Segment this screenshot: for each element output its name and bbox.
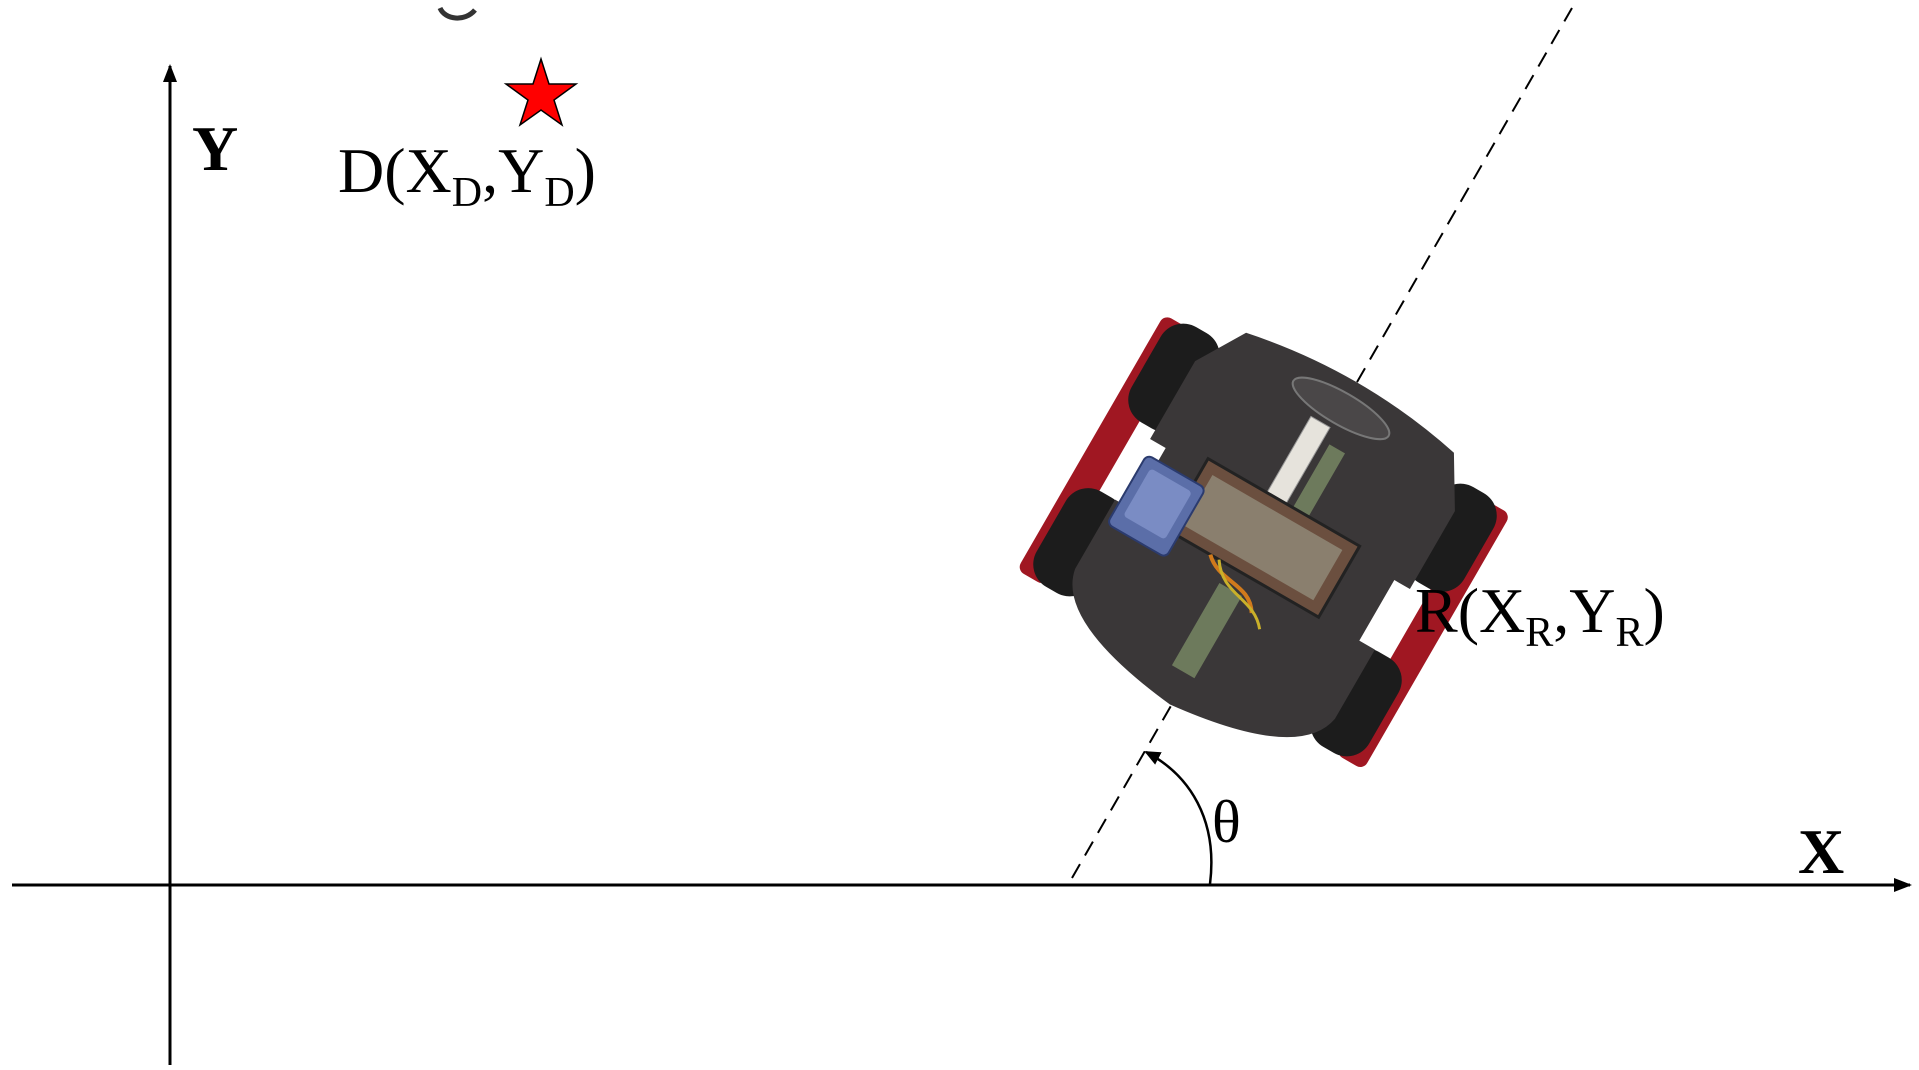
robot-label: R(XR,YR) bbox=[1415, 575, 1665, 656]
cropped-glyph-fragment bbox=[437, 6, 477, 21]
robot-wheel-rear-right bbox=[1310, 648, 1402, 757]
star-icon bbox=[503, 56, 579, 127]
robot bbox=[1019, 317, 1508, 767]
robot-lower-board bbox=[1171, 582, 1242, 679]
destination-label: D(XD,YD) bbox=[338, 135, 596, 216]
robot-wheel-rear-left bbox=[1033, 488, 1125, 597]
y-axis-label: Y bbox=[192, 113, 238, 184]
heading-angle-label: θ bbox=[1212, 789, 1241, 855]
robot-sensor-board bbox=[1286, 444, 1346, 528]
x-axis-label: X bbox=[1798, 816, 1844, 887]
robot-wheel-front-left bbox=[1128, 323, 1220, 432]
robot-logo-plate bbox=[1291, 376, 1391, 441]
robot-wires bbox=[1208, 553, 1254, 614]
heading-angle-arc bbox=[1144, 750, 1213, 885]
robot-wireless-module-face bbox=[1124, 469, 1191, 539]
robot-wires-2 bbox=[1217, 559, 1262, 630]
robot-wheel-front-right bbox=[1405, 483, 1497, 592]
robot-control-board-inner bbox=[1183, 475, 1343, 601]
